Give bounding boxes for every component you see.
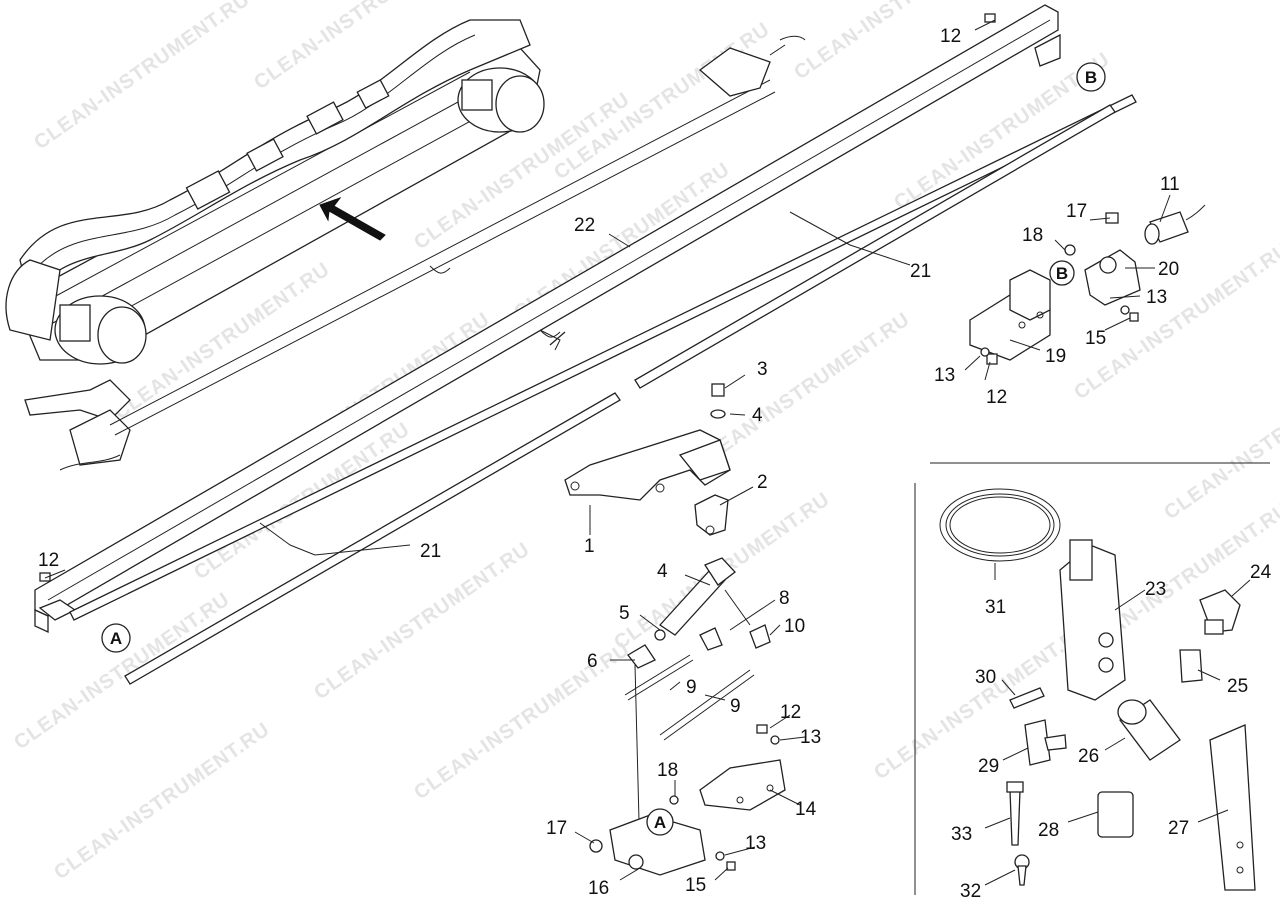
leader-lines [44, 19, 1251, 886]
callout-13: 13 [934, 365, 955, 386]
callout-13: 13 [1146, 287, 1167, 308]
callout-6: 6 [587, 651, 598, 672]
callout-27: 27 [1168, 818, 1189, 839]
callout-12: 12 [38, 550, 59, 571]
pneumatic-kit [914, 462, 1270, 895]
ref-b-bracket: B [1056, 264, 1068, 283]
watermark: CLEAN-INSTRUMENT.RU [410, 638, 634, 804]
callout-17: 17 [1066, 201, 1087, 222]
watermark: CLEAN-INSTRUMENT.RU [310, 538, 534, 704]
reference-markers: B B A A [101, 62, 1106, 836]
callout-3: 3 [757, 359, 768, 380]
callout-32: 32 [960, 881, 981, 902]
callout-28: 28 [1038, 820, 1059, 841]
callout-2: 2 [757, 472, 768, 493]
callout-4: 4 [657, 561, 668, 582]
callout-18: 18 [1022, 225, 1043, 246]
ref-a-bracket: A [654, 813, 666, 832]
callout-13: 13 [800, 727, 821, 748]
watermark: CLEAN-INSTRUMENT.RU [1160, 358, 1280, 524]
watermark: CLEAN-INSTRUMENT.RU [30, 0, 254, 154]
callout-15: 15 [685, 875, 706, 896]
callout-33: 33 [951, 824, 972, 845]
callout-15: 15 [1085, 328, 1106, 349]
machine-assembly [5, 19, 806, 471]
callout-11: 11 [1160, 174, 1180, 195]
callout-9: 9 [686, 677, 697, 698]
callout-20: 20 [1158, 259, 1179, 280]
sensor-bracket-group [39, 13, 1206, 582]
profile-and-rods [34, 4, 1137, 685]
callout-23: 23 [1145, 579, 1166, 600]
callout-14: 14 [795, 799, 817, 820]
callout-labels: 22 21 21 12 12 12 12 11 17 18 20 13 15 1… [38, 26, 1272, 902]
ref-b-top: B [1085, 68, 1097, 87]
callout-12: 12 [986, 387, 1007, 408]
callout-12: 12 [940, 26, 961, 47]
callout-8: 8 [779, 588, 790, 609]
callout-16: 16 [588, 878, 609, 899]
lever-assembly [564, 383, 786, 876]
callout-30: 30 [975, 667, 996, 688]
callout-18: 18 [657, 760, 678, 781]
callout-25: 25 [1227, 676, 1248, 697]
callout-13: 13 [745, 833, 766, 854]
callout-12: 12 [780, 702, 801, 723]
callout-22: 22 [574, 215, 595, 236]
callout-29: 29 [978, 756, 999, 777]
callout-31: 31 [985, 597, 1006, 618]
callout-26: 26 [1078, 746, 1099, 767]
callout-17: 17 [546, 818, 567, 839]
ref-a-left: A [110, 629, 122, 648]
callout-21: 21 [910, 261, 931, 282]
callout-24: 24 [1250, 562, 1272, 583]
callout-19: 19 [1045, 346, 1066, 367]
callout-5: 5 [619, 603, 630, 624]
callout-1: 1 [584, 536, 595, 557]
watermark: CLEAN-INSTRUMENT.RU [550, 18, 774, 184]
callout-4: 4 [752, 405, 763, 426]
callout-21: 21 [420, 541, 441, 562]
watermark: CLEAN-INSTRUMENT.RU [50, 718, 274, 884]
callout-9: 9 [730, 696, 741, 717]
callout-10: 10 [784, 616, 805, 637]
